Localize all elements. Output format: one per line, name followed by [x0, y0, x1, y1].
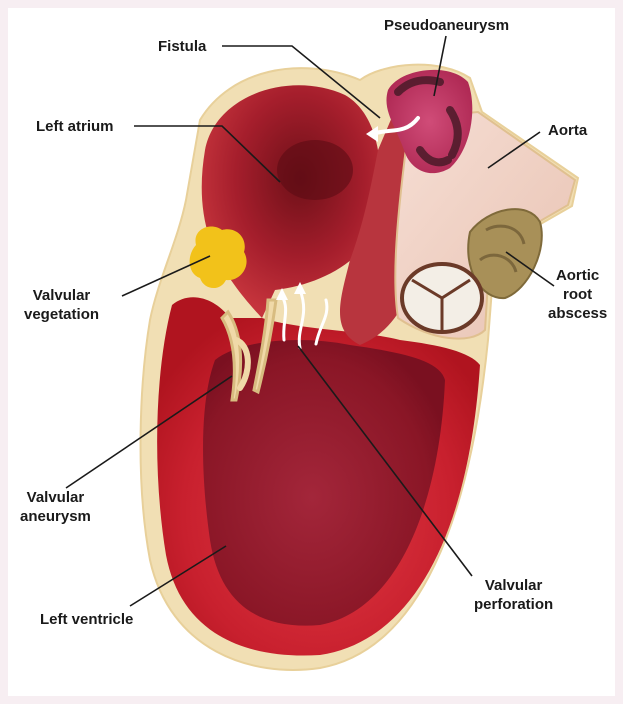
label-aortic-root-abscess: Aortic root abscess: [548, 266, 607, 323]
label-fistula: Fistula: [158, 37, 206, 56]
label-aorta: Aorta: [548, 121, 587, 140]
label-valvular-perforation: Valvular perforation: [474, 576, 553, 614]
label-left-atrium: Left atrium: [36, 117, 114, 136]
label-left-ventricle: Left ventricle: [40, 610, 133, 629]
label-valvular-aneurysm: Valvular aneurysm: [20, 488, 91, 526]
aortic-valve: [402, 264, 482, 332]
label-valvular-vegetation: Valvular vegetation: [24, 286, 99, 324]
atrium-shadow: [277, 140, 353, 200]
label-pseudoaneurysm: Pseudoaneurysm: [384, 16, 509, 35]
